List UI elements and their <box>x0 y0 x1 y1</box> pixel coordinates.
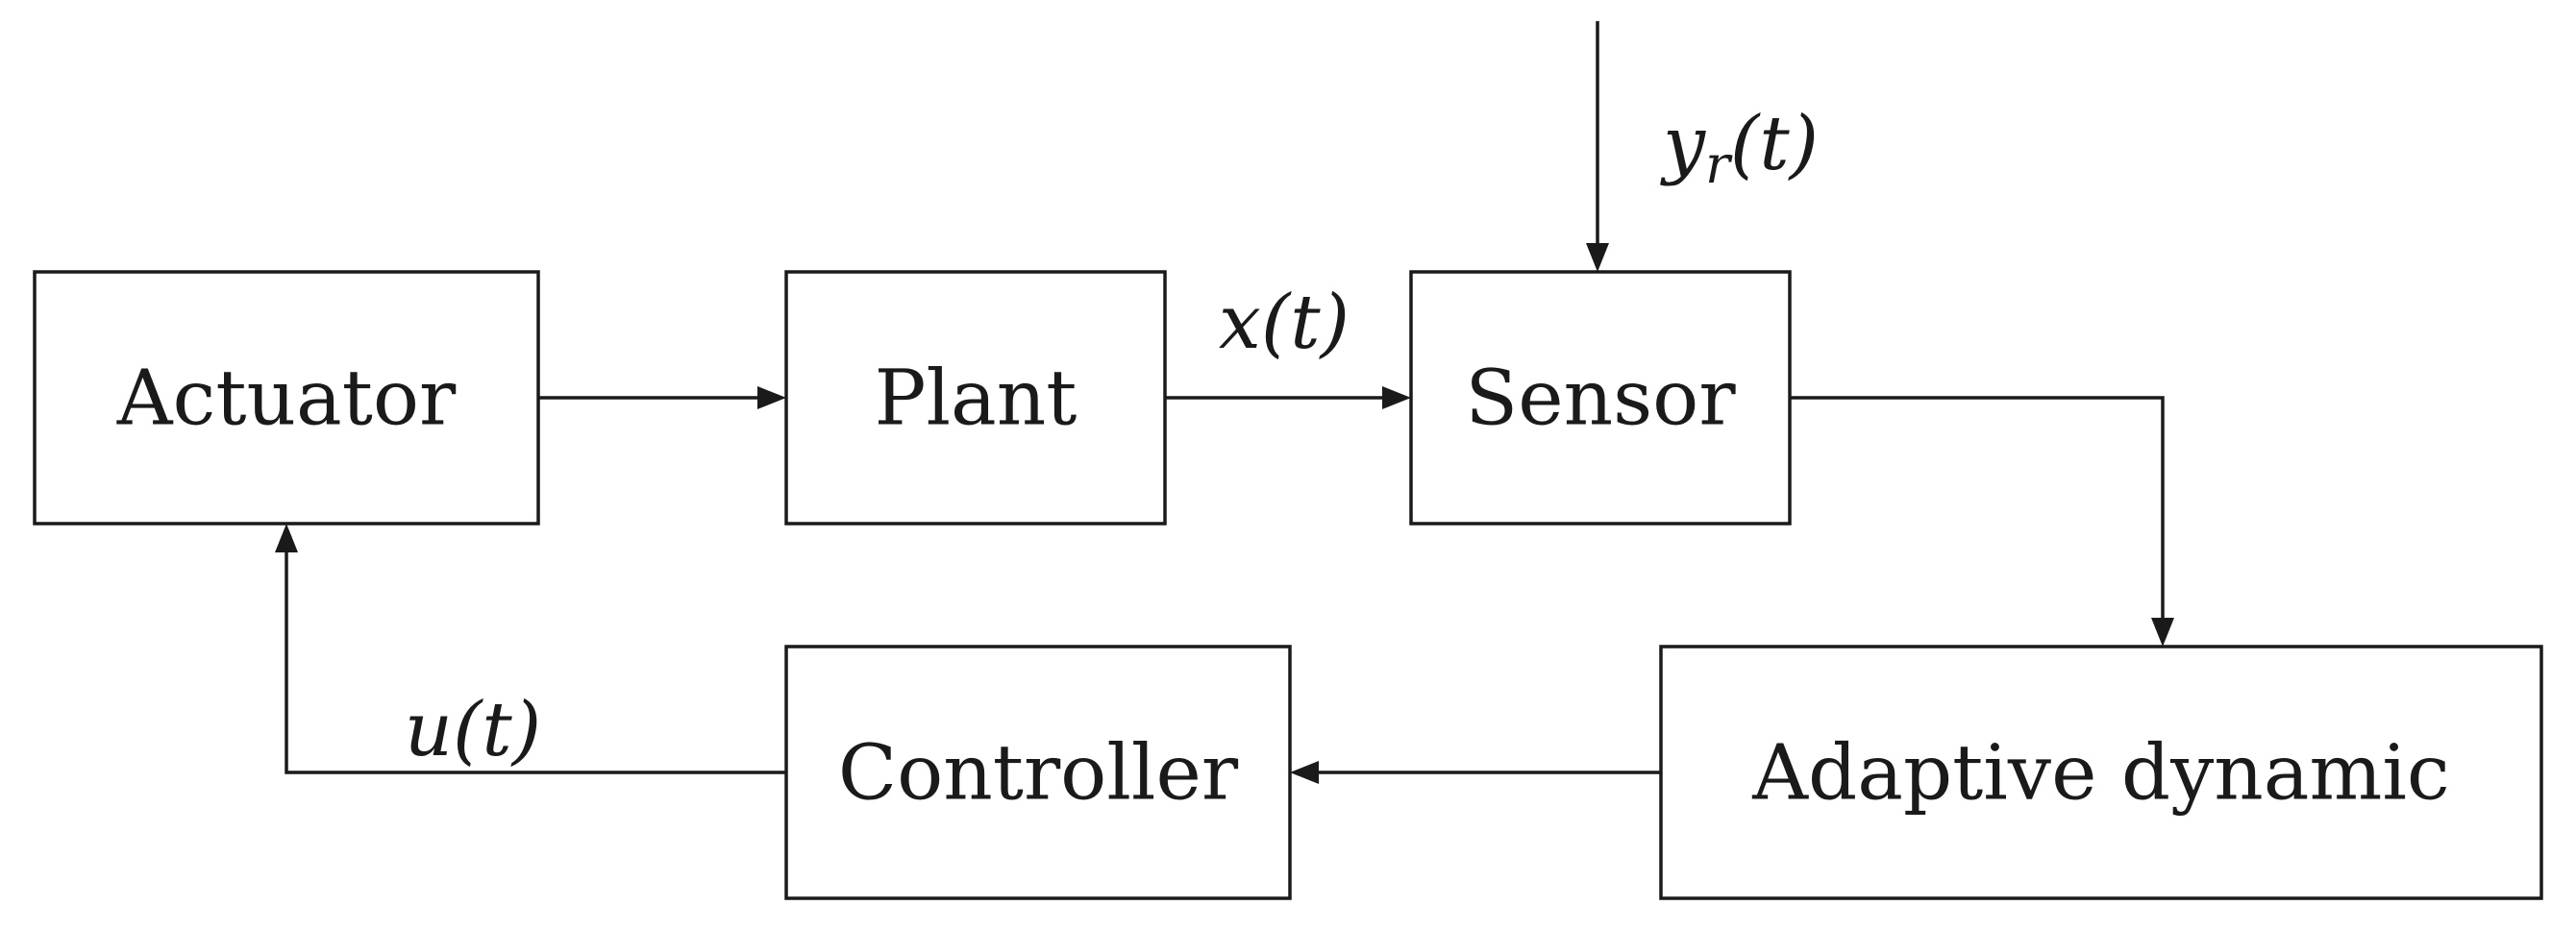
edge-plant-to-sensor <box>1165 386 1411 409</box>
signal-label-y-r: yr(t) <box>1660 101 1819 195</box>
signal-label-x: x(t) <box>1219 280 1350 366</box>
signal-label-y-r-arg: (t) <box>1730 101 1819 187</box>
controller-label: Controller <box>838 728 1239 818</box>
edge-actuator-to-plant <box>538 386 786 409</box>
sensor-label: Sensor <box>1465 354 1736 443</box>
sensor-block: Sensor <box>1409 270 1792 526</box>
adaptive-dynamic-block: Adaptive dynamic <box>1659 645 2543 900</box>
signal-label-y-r-base: y <box>1660 101 1706 187</box>
actuator-label: Actuator <box>116 354 457 443</box>
plant-label: Plant <box>875 354 1077 443</box>
edge-controller-to-actuator <box>275 524 786 774</box>
edge-sensor-to-adaptive <box>1790 396 2174 647</box>
controller-block: Controller <box>784 645 1292 900</box>
actuator-block: Actuator <box>33 270 540 526</box>
adaptive-dynamic-label: Adaptive dynamic <box>1751 728 2449 818</box>
edge-reference-input <box>1586 21 1609 272</box>
signal-label-u: u(t) <box>405 687 541 773</box>
plant-block: Plant <box>784 270 1167 526</box>
edge-adaptive-to-controller <box>1290 761 1661 784</box>
signal-label-y-r-sub: r <box>1705 135 1733 195</box>
